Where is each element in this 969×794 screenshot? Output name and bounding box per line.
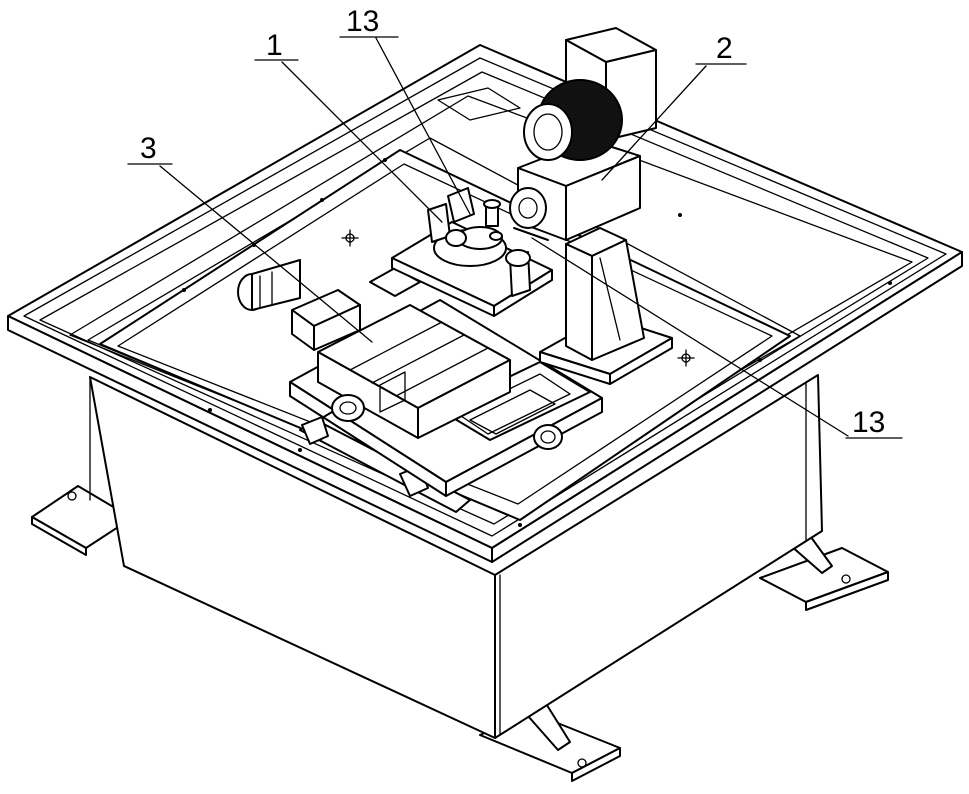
label-3: 3 bbox=[140, 132, 157, 165]
label-13-right: 13 bbox=[852, 406, 885, 439]
label-1: 1 bbox=[266, 29, 283, 62]
label-13-top: 13 bbox=[346, 5, 379, 38]
handwheel-right bbox=[534, 425, 562, 449]
label-2: 2 bbox=[716, 32, 733, 65]
